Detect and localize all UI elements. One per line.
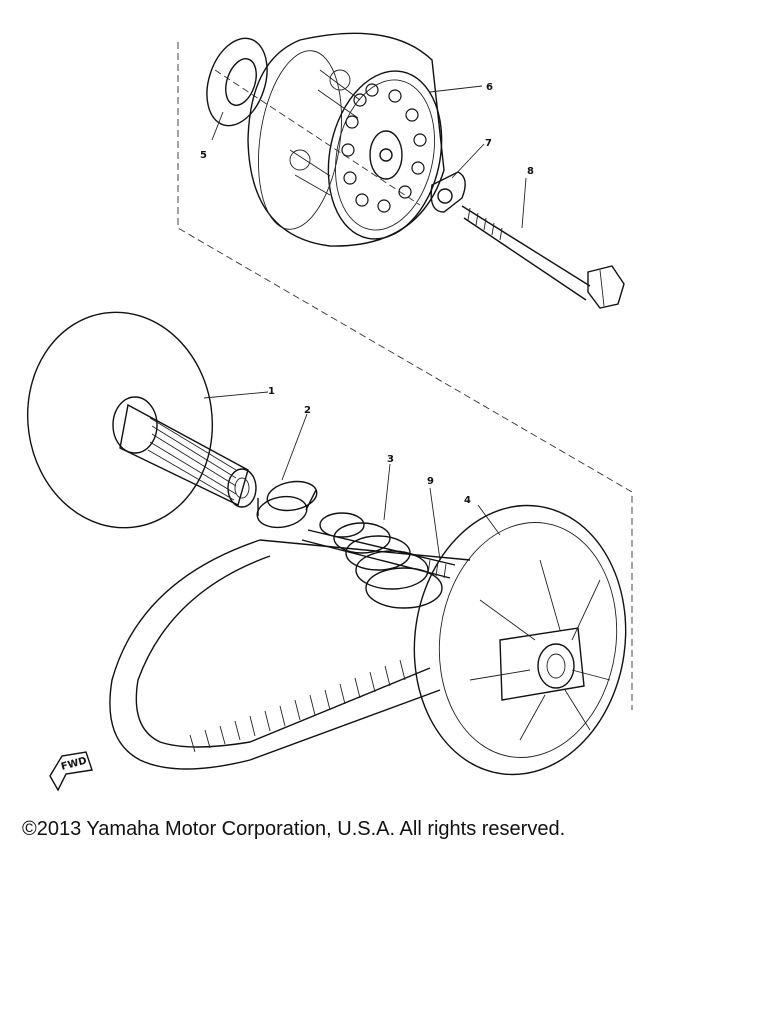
copyright-notice: ©2013 Yamaha Motor Corporation, U.S.A. A…: [22, 818, 566, 840]
part-9-pin[interactable]: [301, 529, 456, 579]
leader-lines: [203, 85, 527, 561]
fwd-direction-arrow: FWD: [49, 751, 93, 792]
callout-8: 8: [527, 166, 534, 177]
part-7-lock-washer[interactable]: [430, 171, 466, 213]
clutch-roller-holes: [341, 83, 427, 213]
assembly-guide-lines: [177, 42, 633, 710]
callout-9: 9: [427, 476, 434, 487]
callout-4: 4: [464, 495, 471, 506]
callout-7: 7: [485, 138, 492, 149]
exploded-parts-diagram: FWD 1 2 3 4 5 6 7 8 9: [14, 31, 643, 792]
part-8-bolt[interactable]: [461, 205, 625, 309]
callout-3: 3: [387, 454, 394, 465]
drive-belt[interactable]: [109, 539, 471, 770]
callout-1: 1: [268, 386, 275, 397]
callout-2: 2: [304, 405, 311, 416]
part-2-bushing[interactable]: [255, 478, 319, 531]
callout-labels: 1 2 3 4 5 6 7 8 9: [200, 82, 534, 506]
fwd-label: FWD: [60, 755, 88, 772]
part-3-spring[interactable]: [319, 512, 443, 609]
part-5-washer[interactable]: [196, 31, 277, 134]
part-4-secondary-sheave[interactable]: [397, 492, 643, 789]
part-6-clutch-housing[interactable]: [247, 32, 457, 249]
part-1-sheave[interactable]: [14, 300, 257, 540]
callout-6: 6: [486, 82, 493, 93]
callout-5: 5: [200, 150, 207, 161]
